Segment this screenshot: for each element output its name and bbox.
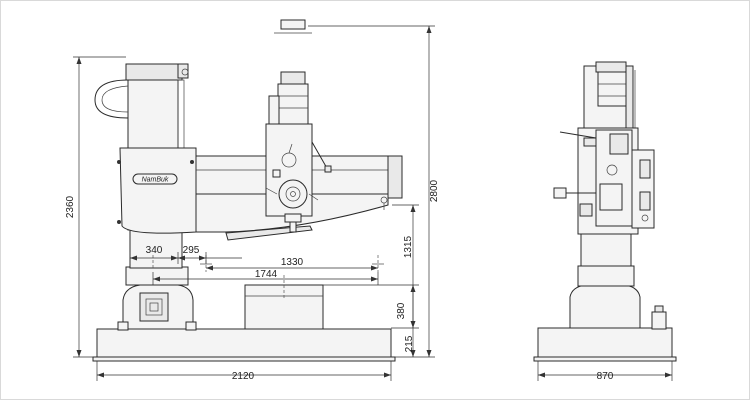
drill-head	[265, 71, 332, 233]
top-cover	[274, 19, 312, 34]
dimensions: 2360 2800 1315 380	[65, 25, 673, 382]
radial-arm: NamBuk	[117, 147, 403, 241]
dim-label-2120: 2120	[232, 371, 255, 382]
column-foot	[117, 284, 197, 331]
dim-label-1315: 1315	[403, 235, 414, 258]
dim-radius-max: 1744	[152, 269, 379, 285]
dim-label-380: 380	[396, 302, 407, 319]
side-base	[533, 284, 677, 362]
dim-label-1330: 1330	[281, 257, 304, 268]
dim-label-215: 215	[404, 335, 415, 352]
machine-base	[92, 328, 396, 362]
work-table	[244, 275, 324, 330]
side-view	[533, 61, 677, 362]
dim-max-height: 2800	[308, 25, 440, 358]
brand-plate	[132, 173, 178, 185]
dim-arm-reach: 340 295	[129, 245, 242, 264]
brand-label: NamBuk	[142, 177, 169, 184]
dim-label-2800: 2800	[429, 179, 440, 202]
dim-label-295: 295	[183, 245, 200, 256]
dim-table-height: 380	[323, 284, 419, 329]
dim-label-870: 870	[597, 371, 614, 382]
dim-label-1744: 1744	[255, 269, 278, 280]
dim-radius-min: 1330	[206, 257, 378, 271]
dim-base-width: 870	[537, 361, 673, 382]
side-arm	[553, 127, 655, 235]
dim-overall-height: 2360	[65, 56, 126, 358]
dim-base-length: 2120	[96, 361, 392, 382]
front-view: NamBuk	[92, 63, 403, 362]
dim-base-height: 215	[404, 328, 416, 357]
dim-label-340: 340	[146, 245, 163, 256]
dim-label-2360: 2360	[65, 195, 76, 218]
